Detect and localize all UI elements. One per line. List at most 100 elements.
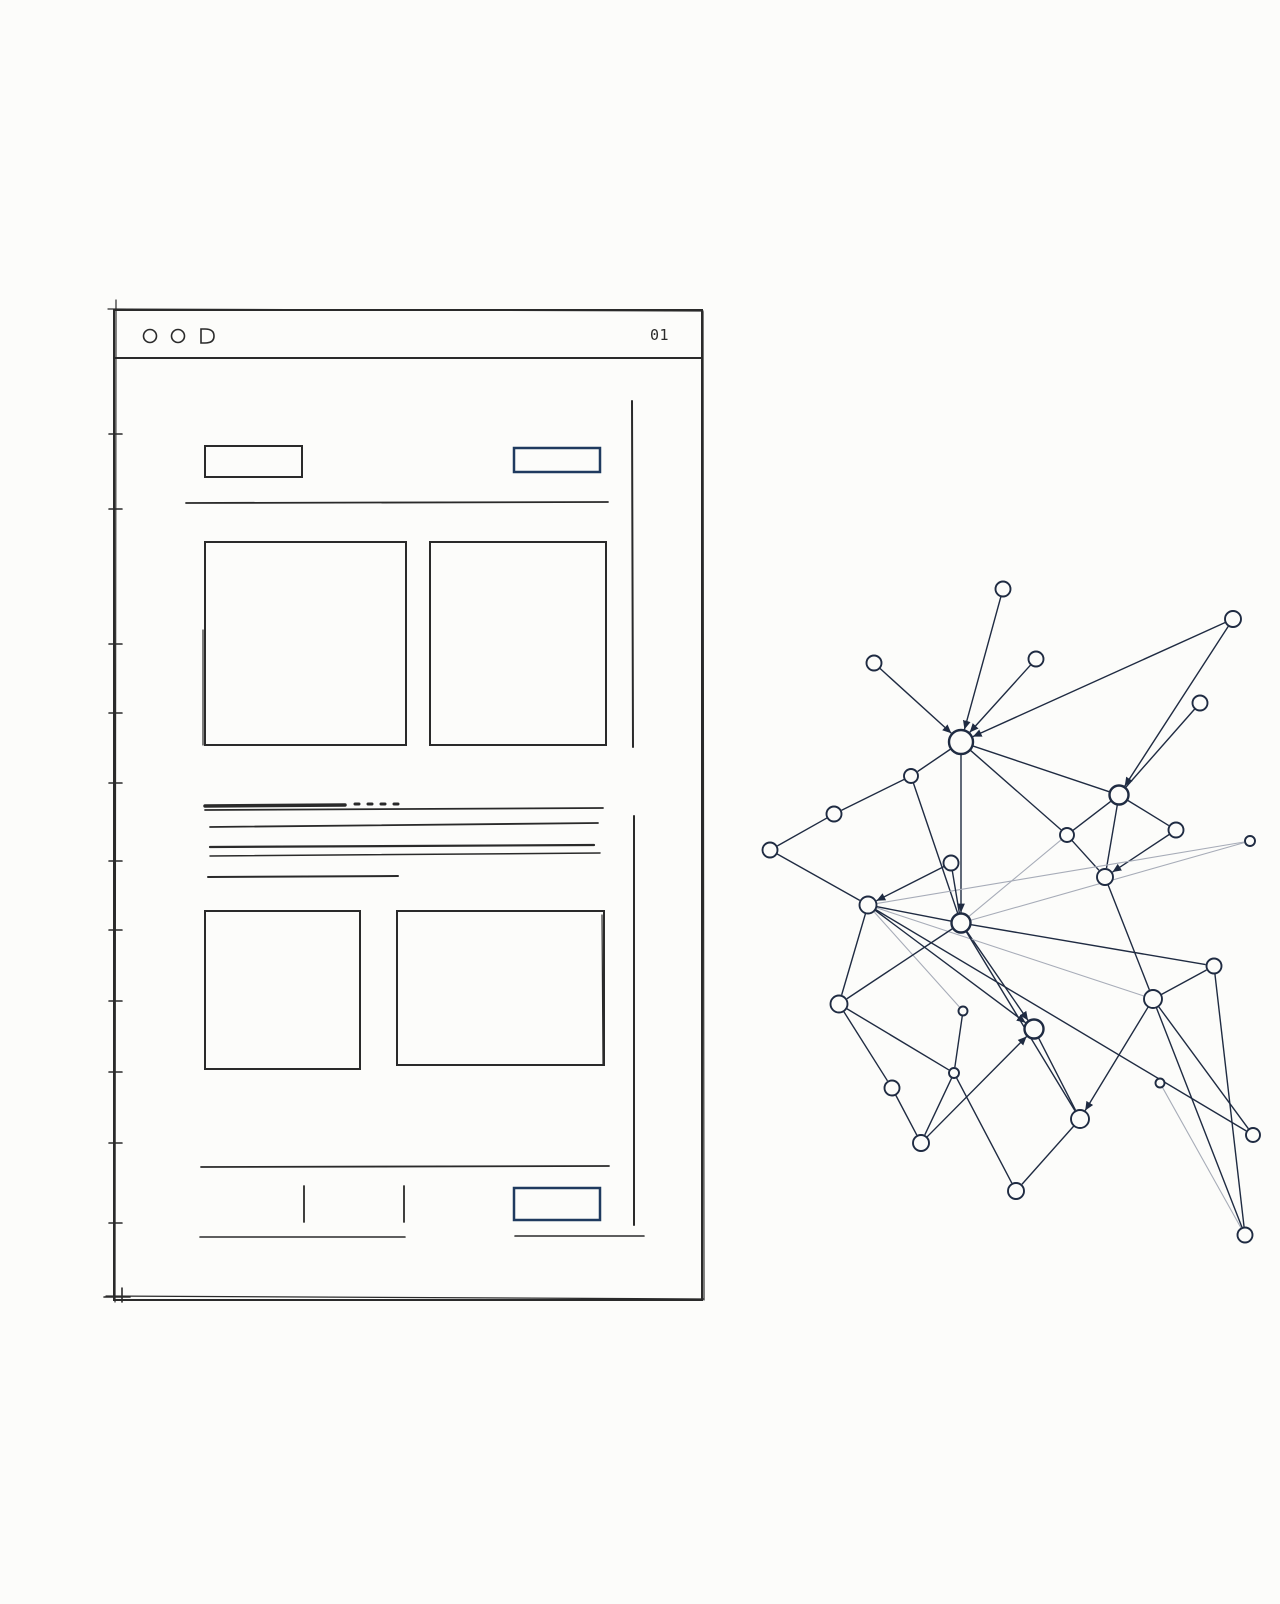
network-edge bbox=[1105, 804, 1119, 869]
network-node-circle-icon[interactable] bbox=[994, 580, 1012, 598]
network-node-circle-icon[interactable] bbox=[858, 895, 878, 915]
network-edge bbox=[926, 1035, 1028, 1138]
network-node-circle-icon[interactable] bbox=[903, 768, 919, 784]
page-number-label: 01 bbox=[650, 326, 670, 344]
network-node-circle-icon[interactable] bbox=[947, 728, 975, 756]
network-node-circle-icon[interactable] bbox=[1070, 1109, 1090, 1129]
network-edge bbox=[924, 1077, 953, 1136]
network-edge bbox=[875, 907, 1144, 997]
footer-divider bbox=[200, 1165, 610, 1168]
header-logo-placeholder bbox=[204, 445, 303, 478]
network-node-circle-icon[interactable] bbox=[1023, 1018, 1045, 1040]
network-edge bbox=[965, 930, 1029, 1021]
network-node-circle-icon[interactable] bbox=[883, 1079, 901, 1097]
network-edge bbox=[876, 905, 951, 922]
network-node-circle-icon[interactable] bbox=[829, 994, 849, 1014]
content-card-medium[interactable] bbox=[429, 541, 607, 746]
network-edge bbox=[1071, 839, 1100, 871]
wireframe-sketch bbox=[103, 299, 705, 1303]
network-node-circle-icon[interactable] bbox=[1236, 1226, 1254, 1244]
network-node-circle-icon[interactable] bbox=[1108, 784, 1130, 806]
network-edge bbox=[894, 1094, 918, 1136]
network-node-circle-icon[interactable] bbox=[1007, 1182, 1025, 1200]
network-edge bbox=[873, 910, 960, 1008]
text-line bbox=[208, 843, 596, 849]
network-edge bbox=[951, 870, 960, 913]
network-node-circle-icon[interactable] bbox=[1059, 827, 1075, 843]
network-edge bbox=[846, 927, 954, 1000]
content-card-wide-overstroke bbox=[601, 914, 604, 1065]
network-edge bbox=[879, 667, 952, 734]
content-card-small[interactable] bbox=[204, 910, 361, 1070]
text-block bbox=[203, 802, 604, 878]
network-edge bbox=[1161, 1086, 1242, 1228]
network-edge bbox=[1107, 884, 1150, 990]
network-edge bbox=[876, 865, 945, 902]
network-edge bbox=[972, 745, 1110, 793]
network-edge bbox=[776, 853, 861, 901]
wireframe-window-frame bbox=[113, 309, 703, 1301]
network-node-circle-icon[interactable] bbox=[948, 1067, 960, 1079]
network-edge bbox=[954, 1015, 964, 1068]
network-node-circle-icon[interactable] bbox=[1167, 821, 1185, 839]
network-node-circle-icon[interactable] bbox=[1096, 868, 1114, 886]
network-edge bbox=[1037, 1037, 1077, 1111]
network-edge bbox=[965, 930, 1076, 1111]
network-edge bbox=[967, 839, 1062, 918]
footer-action-button[interactable] bbox=[512, 1186, 602, 1222]
text-line bbox=[209, 822, 599, 828]
network-edge bbox=[1124, 625, 1230, 787]
header-divider bbox=[185, 501, 609, 504]
network-node-circle-icon[interactable] bbox=[1244, 835, 1256, 847]
network-node-circle-icon[interactable] bbox=[1154, 1077, 1166, 1089]
network-edge bbox=[1021, 1125, 1075, 1185]
wireframe-ruler-ticks bbox=[103, 433, 131, 1303]
network-edge bbox=[962, 596, 1002, 730]
network-node-circle-icon[interactable] bbox=[825, 805, 843, 823]
content-card-large[interactable] bbox=[204, 541, 407, 746]
network-edge bbox=[1214, 973, 1245, 1227]
wireframe-frame-overstroke bbox=[105, 299, 705, 1303]
network-node-circle-icon[interactable] bbox=[1143, 989, 1163, 1009]
network-node-circle-icon[interactable] bbox=[950, 912, 972, 934]
network-node-circle-icon[interactable] bbox=[1027, 650, 1045, 668]
network-node-circle-icon[interactable] bbox=[912, 1134, 930, 1152]
network-node-circle-icon[interactable] bbox=[1245, 1127, 1261, 1143]
network-edge bbox=[845, 1007, 950, 1071]
network-edge bbox=[876, 841, 1245, 905]
wireframe-scrollbar-upper[interactable] bbox=[631, 400, 634, 748]
network-node-circle-icon[interactable] bbox=[957, 1005, 969, 1017]
network-edge bbox=[840, 912, 867, 996]
network-node-circle-icon[interactable] bbox=[865, 654, 883, 672]
window-control-d-icon[interactable] bbox=[200, 328, 215, 344]
network-node-circle-icon[interactable] bbox=[1191, 694, 1209, 712]
network-edge bbox=[969, 749, 1062, 831]
network-edge bbox=[917, 748, 952, 773]
network-edge bbox=[970, 923, 1206, 966]
network-edge bbox=[1155, 1007, 1243, 1228]
window-control-circle-icon[interactable] bbox=[142, 328, 158, 344]
text-line-short bbox=[207, 875, 399, 878]
text-line bbox=[204, 807, 604, 811]
network-edge bbox=[874, 908, 1247, 1132]
network-edges bbox=[776, 596, 1249, 1228]
network-edge bbox=[842, 1010, 889, 1082]
network-edge bbox=[874, 909, 1027, 1024]
network-nodes bbox=[761, 580, 1261, 1244]
header-action-button[interactable] bbox=[512, 446, 602, 474]
network-node-circle-icon[interactable] bbox=[761, 841, 779, 859]
network-node-circle-icon[interactable] bbox=[1224, 610, 1242, 628]
network-edge bbox=[777, 817, 828, 847]
network-node-circle-icon[interactable] bbox=[942, 854, 960, 872]
network-edge bbox=[1112, 833, 1171, 873]
window-control-circle-icon[interactable] bbox=[170, 328, 186, 344]
content-card-wide[interactable] bbox=[396, 910, 605, 1066]
network-edge bbox=[1084, 1006, 1149, 1111]
network-edge bbox=[955, 1077, 1013, 1184]
network-edge bbox=[1157, 1005, 1249, 1129]
network-edge bbox=[841, 778, 906, 811]
network-node-circle-icon[interactable] bbox=[1205, 957, 1223, 975]
network-edge bbox=[1072, 800, 1112, 832]
